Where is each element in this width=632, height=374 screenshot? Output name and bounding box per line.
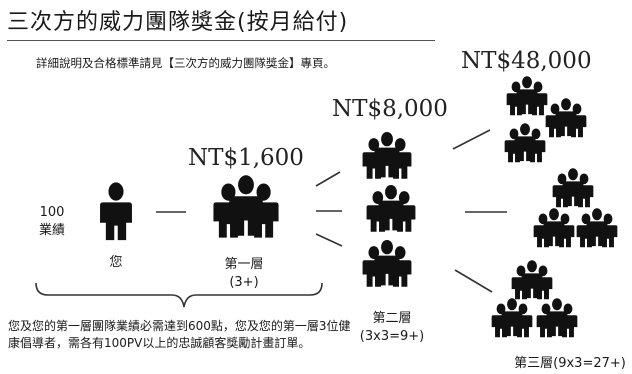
subtitle: 詳細說明及合格標準請見【三次方的威力團隊獎金】專頁。: [36, 56, 335, 70]
level3-team-icon: [577, 208, 618, 247]
level3-team-icon: [505, 123, 546, 162]
level3-bonus-amount: NT$48,000: [461, 48, 592, 74]
level3-team-icon: [537, 298, 578, 337]
title-underline: [7, 40, 435, 41]
level2-count: (3x3=9+): [359, 329, 425, 344]
level1-count: (3+): [229, 275, 259, 290]
you-person-icon: [100, 182, 132, 241]
level3-team-icon: [507, 76, 548, 115]
level2-label: 第二層: [372, 311, 412, 326]
level2-bonus-amount: NT$8,000: [332, 96, 448, 122]
level2-team-icon: [363, 132, 412, 179]
connector-line: [315, 171, 341, 187]
you-pv-label: 業績: [38, 223, 65, 238]
level1-bracket: [35, 282, 323, 308]
level3-label: 第三層(9x3=27+): [514, 356, 626, 371]
level3-team-icon: [492, 298, 533, 337]
level1-bonus-amount: NT$1,600: [188, 145, 304, 171]
you-pv-value: 100: [39, 205, 65, 220]
page-title: 三次方的威力團隊獎金(按月給付): [7, 10, 349, 35]
connector-line: [454, 269, 493, 293]
connector-line: [452, 129, 491, 150]
you-label: 您: [109, 255, 123, 270]
level2-team-icon: [367, 185, 416, 232]
level3-team-icon: [534, 208, 575, 247]
level3-team-icon: [553, 168, 594, 207]
level2-team-icon: [363, 240, 412, 287]
level3-team-icon: [546, 98, 587, 137]
level1-label: 第一層: [224, 257, 264, 272]
level1-team-icon: [213, 175, 278, 237]
qualification-note: 您及您的第一層團隊業績必需達到600點，您及您的第一層3位健康倡導者，需各有10…: [8, 319, 351, 350]
level3-team-icon: [512, 260, 553, 299]
connector-line: [315, 233, 343, 247]
